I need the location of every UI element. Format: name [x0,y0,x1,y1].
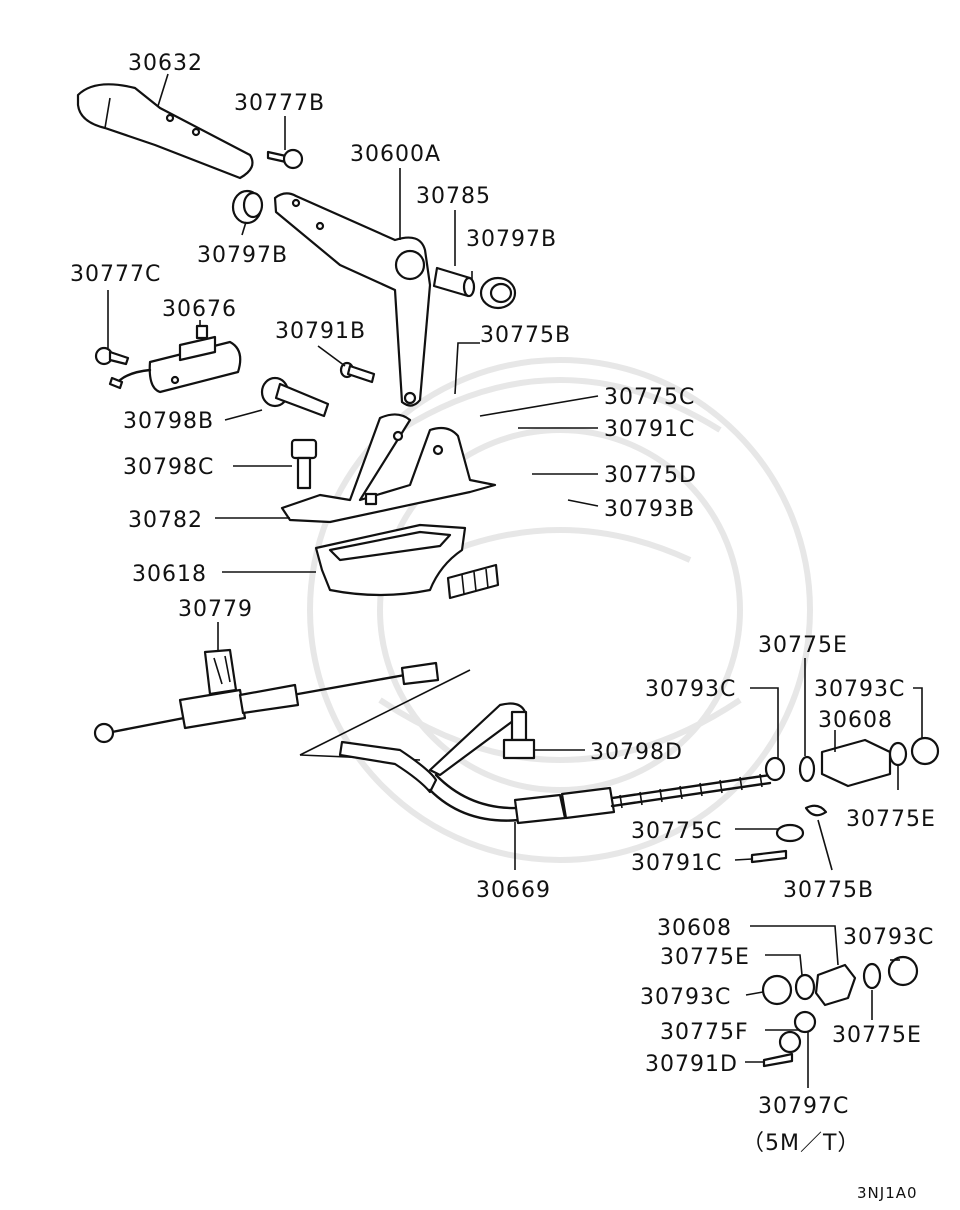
callout-30793C-lower-right[interactable]: 30793C [843,925,934,950]
pin-part [339,361,376,384]
callout-30798D[interactable]: 30798D [590,740,683,765]
callout-30798C[interactable]: 30798C [123,455,214,480]
left-cable-part [93,661,440,744]
bracket-part [280,413,497,524]
right-assembly-upper [750,736,940,864]
callout-30775C-lower[interactable]: 30775C [631,819,722,844]
callout-30777C[interactable]: 30777C [70,262,161,287]
clip-part [203,648,238,696]
callout-30775C-upper[interactable]: 30775C [604,385,695,410]
callout-30797B-right[interactable]: 30797B [466,227,557,252]
bushing-part [479,276,517,310]
callout-30676[interactable]: 30676 [162,297,237,322]
pin-part [432,266,476,298]
callout-30785[interactable]: 30785 [416,184,491,209]
callout-30797B-left[interactable]: 30797B [197,243,288,268]
bolt-part [502,710,536,760]
callout-30793C-left[interactable]: 30793C [645,677,736,702]
switch-part [108,324,242,394]
callout-30793C-right[interactable]: 30793C [814,677,905,702]
callout-30791B[interactable]: 30791B [275,319,366,344]
callout-30608-upper[interactable]: 30608 [818,708,893,733]
callout-30777B[interactable]: 30777B [234,91,325,116]
callout-30791C-upper[interactable]: 30791C [604,417,695,442]
callout-30775B-lower[interactable]: 30775B [783,878,874,903]
bolt-part [260,376,330,418]
callout-30600A[interactable]: 30600A [350,142,441,167]
callout-30791D[interactable]: 30791D [645,1052,738,1077]
lever-arm-part [273,192,432,407]
callout-30775D[interactable]: 30775D [604,463,697,488]
callout-30775B-upper[interactable]: 30775B [480,323,571,348]
variant-note: （5M／T） [742,1131,860,1156]
callout-30793B[interactable]: 30793B [604,497,695,522]
callout-30618[interactable]: 30618 [132,562,207,587]
watermark-emblem [307,357,813,863]
callout-30669[interactable]: 30669 [476,878,551,903]
figure-code: 3NJ1A0 [857,1184,918,1202]
callout-30775E-mid[interactable]: 30775E [846,807,936,832]
callout-30782[interactable]: 30782 [128,508,203,533]
callout-30632[interactable]: 30632 [128,51,203,76]
main-cable-part [338,702,772,825]
callout-30608-lower[interactable]: 30608 [657,916,732,941]
part-shapes [76,83,940,1068]
callout-30793C-lower-left[interactable]: 30793C [640,985,731,1010]
callout-30798B[interactable]: 30798B [123,409,214,434]
callout-30775E-lower-left[interactable]: 30775E [660,945,750,970]
callout-30791C-lower[interactable]: 30791C [631,851,722,876]
right-assembly-lower [761,955,919,1068]
callout-30775E-lower-right[interactable]: 30775E [832,1023,922,1048]
bushing-part [231,189,264,225]
callout-30779[interactable]: 30779 [178,597,253,622]
screw-part [94,346,130,366]
callout-30775F[interactable]: 30775F [660,1020,749,1045]
leader-lines [107,73,923,1088]
lever-grip-part [76,83,254,180]
callout-labels: 30632 30777B 30600A 30785 30797B 30797B … [70,51,936,1202]
callout-30775E-top[interactable]: 30775E [758,633,848,658]
bolt-part [290,438,318,490]
screw-part [266,148,304,170]
boot-part [314,523,500,600]
callout-30797C[interactable]: 30797C [758,1094,849,1119]
